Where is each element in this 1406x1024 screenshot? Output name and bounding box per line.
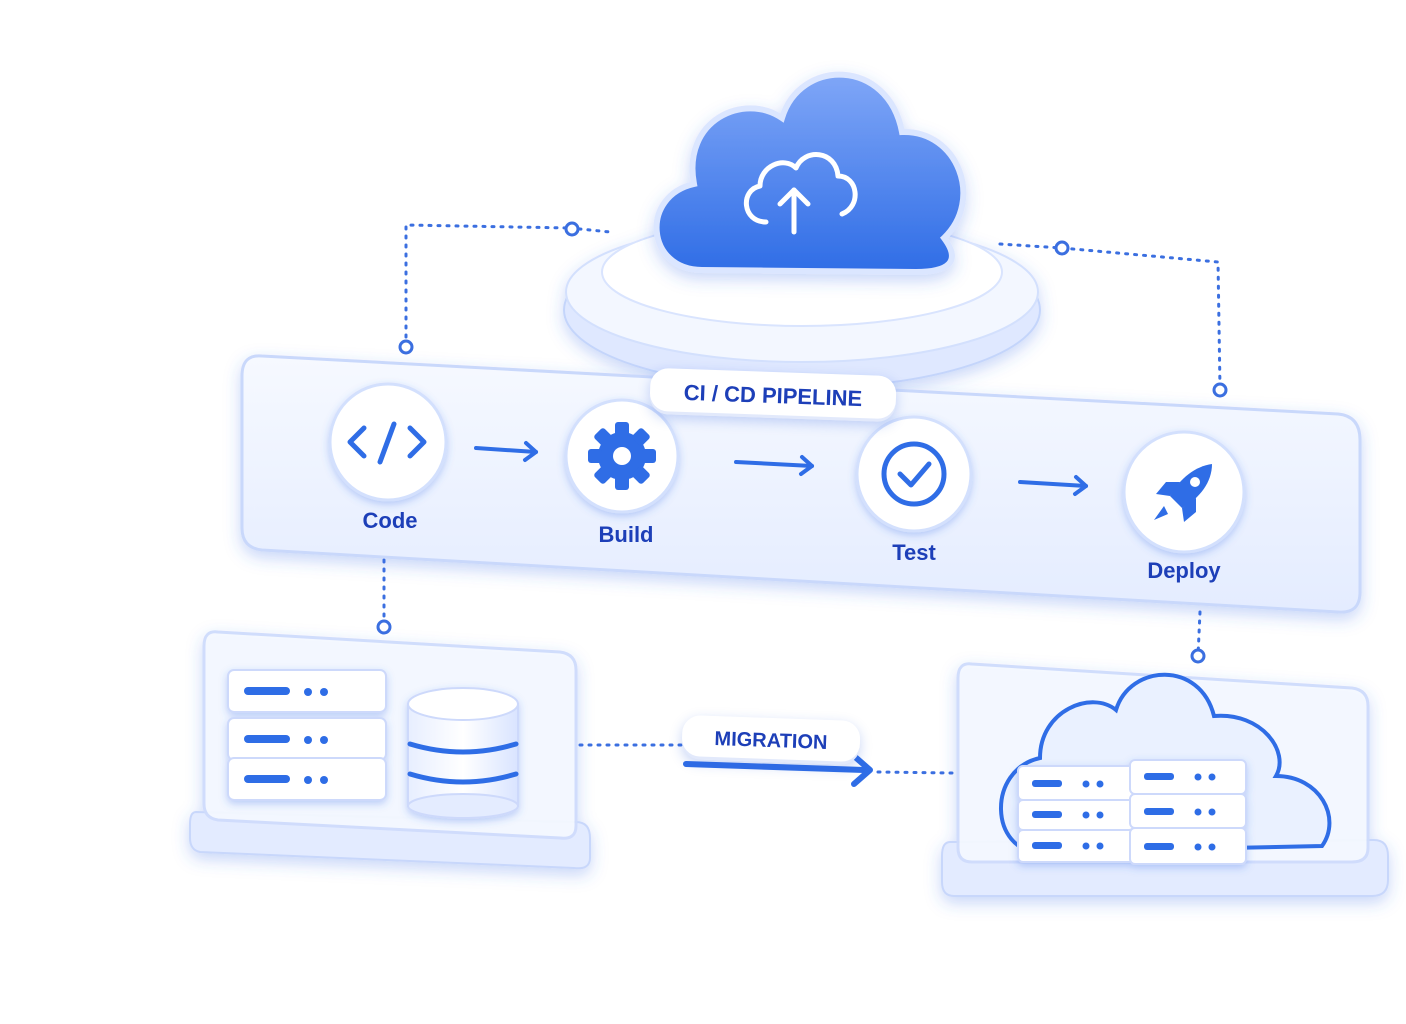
step-label-code: Code [362,508,418,533]
step-label-deploy: Deploy [1147,558,1221,583]
gear-icon [588,422,656,490]
connector-cloud-deploy [998,242,1222,390]
pipeline-title: CI / CD PIPELINE [649,367,897,423]
step-label-test: Test [892,540,936,565]
connector-node [1190,648,1206,664]
migration-label: MIGRATION [681,714,861,766]
connector-node [1054,240,1070,256]
connector-node [1212,382,1228,398]
database-icon [407,687,519,819]
server-unit [1017,799,1135,831]
cloud-upload-icon [743,152,858,235]
connector-code-cloud [404,223,572,348]
server-unit [1129,793,1247,829]
code-icon [347,421,427,465]
connector-code-cloud-tail [568,226,612,234]
server-unit [1129,759,1247,795]
step-label-build: Build [598,522,654,547]
server-unit [227,757,387,801]
arrow-test-deploy [1018,475,1088,496]
connector-node [564,221,580,237]
server-unit [1017,765,1135,801]
step-arrows [474,441,1088,496]
cloud-upload-shape [653,71,967,276]
connectors [376,221,1228,775]
server-unit [1129,827,1247,865]
pipeline-panel [240,354,1362,614]
rocket-icon [1154,464,1212,522]
connector-migration-target [876,770,954,775]
server-unit [1017,829,1135,863]
connector-node [398,339,414,355]
check-icon [881,441,947,507]
server-unit [227,717,387,761]
server-rack-icon [227,669,387,801]
server-rack-icon [1017,759,1247,865]
server-unit [227,669,387,713]
connector-node [376,619,392,635]
arrow-code-build [474,441,538,462]
arrow-build-test [734,455,814,476]
migration-arrow-icon [683,753,873,787]
